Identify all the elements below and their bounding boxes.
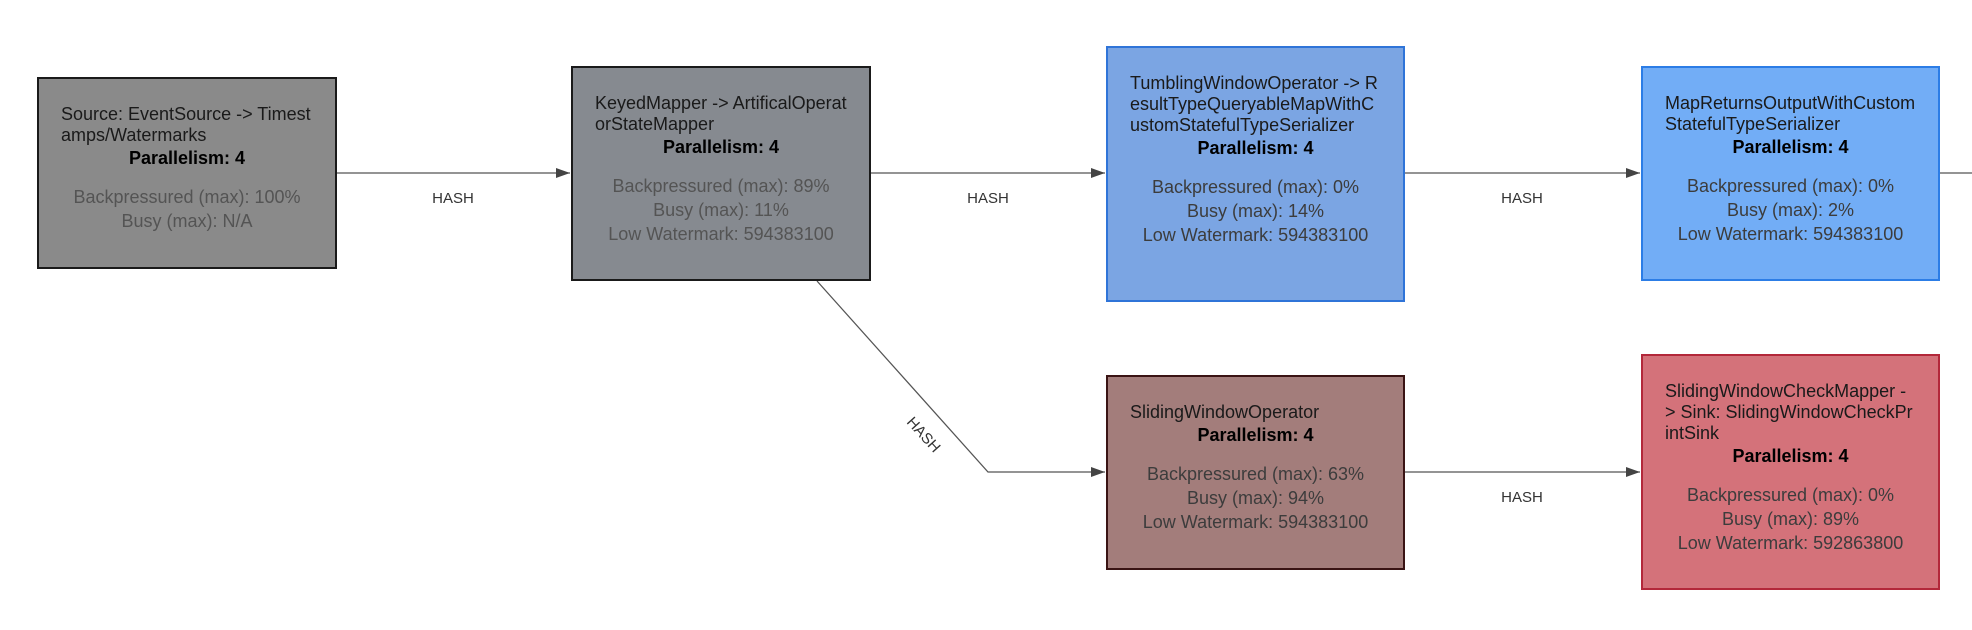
metric-backpressured: Backpressured (max): 0%	[1686, 176, 1895, 196]
edge-label: HASH	[903, 414, 944, 456]
node-tumbling-window[interactable]: TumblingWindowOperator -> ResultTypeQuer…	[1106, 46, 1405, 302]
node-metrics: Backpressured (max): 89% Busy (max): 11%…	[595, 174, 847, 246]
metric-low-watermark: Low Watermark: 592863800	[1677, 533, 1904, 553]
edge-label: HASH	[1501, 489, 1543, 506]
metric-busy: Busy (max): 94%	[1186, 488, 1325, 508]
node-parallelism: Parallelism: 4	[1732, 137, 1849, 157]
metric-backpressured: Backpressured (max): 0%	[1686, 485, 1895, 505]
metric-busy: Busy (max): 14%	[1186, 201, 1325, 221]
node-title: KeyedMapper -> ArtificalOperatorStateMap…	[595, 93, 847, 134]
metric-low-watermark: Low Watermark: 594383100	[1677, 224, 1904, 244]
edge-keyed-mapper-to-sliding-window[interactable]: HASH	[816, 280, 1105, 477]
node-parallelism: Parallelism: 4	[1197, 138, 1314, 158]
node-sliding-window[interactable]: SlidingWindowOperator Parallelism: 4 Bac…	[1106, 375, 1405, 570]
edge-label: HASH	[432, 190, 474, 207]
edge-sliding-window-to-sliding-check[interactable]: HASH	[1405, 467, 1640, 506]
metric-low-watermark: Low Watermark: 594383100	[1142, 225, 1369, 245]
node-title: Source: EventSource -> Timestamps/Waterm…	[61, 104, 311, 145]
node-keyed-mapper[interactable]: KeyedMapper -> ArtificalOperatorStateMap…	[571, 66, 871, 281]
node-map-returns[interactable]: MapReturnsOutputWithCustomStatefulTypeSe…	[1641, 66, 1940, 281]
metric-busy: Busy (max): 89%	[1721, 509, 1860, 529]
edge-label: HASH	[1501, 190, 1543, 207]
edge-keyed-mapper-to-tumbling-window[interactable]: HASH	[871, 168, 1105, 207]
node-metrics: Backpressured (max): 0% Busy (max): 2% L…	[1665, 174, 1916, 246]
node-parallelism: Parallelism: 4	[128, 148, 246, 168]
node-sliding-check[interactable]: SlidingWindowCheckMapper -> Sink: Slidin…	[1641, 354, 1940, 590]
node-metrics: Backpressured (max): 0% Busy (max): 89% …	[1665, 483, 1916, 555]
node-title: MapReturnsOutputWithCustomStatefulTypeSe…	[1665, 93, 1916, 134]
node-title: TumblingWindowOperator -> ResultTypeQuer…	[1130, 73, 1378, 135]
metric-backpressured: Backpressured (max): 89%	[612, 176, 830, 196]
metric-backpressured: Backpressured (max): 63%	[1146, 464, 1365, 484]
node-parallelism: Parallelism: 4	[662, 137, 780, 157]
node-metrics: Backpressured (max): 63% Busy (max): 94%…	[1130, 462, 1381, 534]
node-metrics: Backpressured (max): 0% Busy (max): 14% …	[1130, 175, 1381, 247]
node-source[interactable]: Source: EventSource -> Timestamps/Waterm…	[37, 77, 337, 269]
metric-backpressured: Backpressured (max): 100%	[73, 187, 301, 207]
node-metrics: Backpressured (max): 100% Busy (max): N/…	[61, 185, 313, 233]
node-title: SlidingWindowOperator	[1130, 402, 1320, 422]
edge-source-to-keyed-mapper[interactable]: HASH	[337, 168, 570, 207]
metric-low-watermark: Low Watermark: 594383100	[1142, 512, 1369, 532]
metric-busy: Busy (max): N/A	[121, 211, 253, 231]
edge-tumbling-window-to-map-returns[interactable]: HASH	[1405, 168, 1640, 207]
metric-busy: Busy (max): 11%	[653, 200, 789, 220]
metric-busy: Busy (max): 2%	[1726, 200, 1855, 220]
node-parallelism: Parallelism: 4	[1197, 425, 1314, 445]
metric-low-watermark: Low Watermark: 594383100	[608, 224, 834, 244]
edge-label: HASH	[967, 190, 1009, 207]
node-title: SlidingWindowCheckMapper -> Sink: Slidin…	[1665, 381, 1913, 443]
node-parallelism: Parallelism: 4	[1732, 446, 1849, 466]
metric-backpressured: Backpressured (max): 0%	[1151, 177, 1360, 197]
